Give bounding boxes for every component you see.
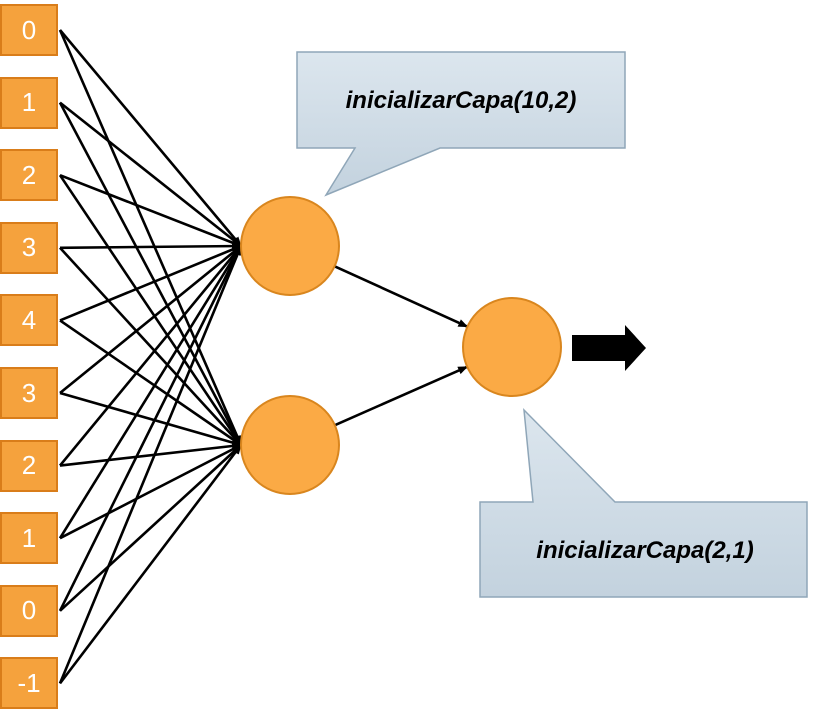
callout-hidden-text: inicializarCapa(10,2) [346,87,577,114]
hidden-output-edge [334,265,469,328]
input-hidden-edge [58,29,243,446]
input-hidden-edge [59,444,242,612]
input-hidden-edge [59,173,242,248]
input-node: 1 [0,76,58,129]
input-hidden-edge [59,443,242,540]
output-neuron [462,297,562,397]
input-hidden-edge [58,245,243,684]
input-hidden-edge [58,245,243,612]
input-node: 1 [0,512,58,565]
input-node: 2 [0,439,58,492]
input-node: 2 [0,149,58,202]
input-node: 4 [0,294,58,347]
input-hidden-edge [59,244,242,322]
input-node: 0 [0,4,58,56]
input-hidden-edge [58,101,243,446]
input-hidden-edge [59,246,242,446]
arrow-right-icon [572,325,646,371]
input-hidden-edge [59,101,242,248]
hidden-neuron [240,395,340,495]
input-hidden-edge [58,174,243,446]
callout-hidden-layer: inicializarCapa(10,2) [296,51,626,197]
neuron-nodes [240,196,562,495]
hidden-neuron [240,196,340,296]
input-node: -1 [0,657,58,710]
input-node: 3 [0,221,58,274]
input-hidden-edge [59,391,242,447]
input-node: 3 [0,367,58,419]
input-hidden-edge [59,442,242,467]
input-hidden-edge [58,245,243,467]
callout-output-layer: inicializarCapa(2,1) [479,407,808,598]
callout-output-text: inicializarCapa(2,1) [536,537,753,564]
input-hidden-edge [59,319,242,447]
hidden-output-edge [334,365,469,427]
input-hidden-edge [59,242,242,251]
input-node: 0 [0,584,58,637]
input-hidden-edge [59,29,242,247]
input-hidden-edge [58,444,243,685]
input-hidden-edge [58,245,243,539]
input-hidden-edge [59,244,242,395]
connection-lines [58,29,469,685]
